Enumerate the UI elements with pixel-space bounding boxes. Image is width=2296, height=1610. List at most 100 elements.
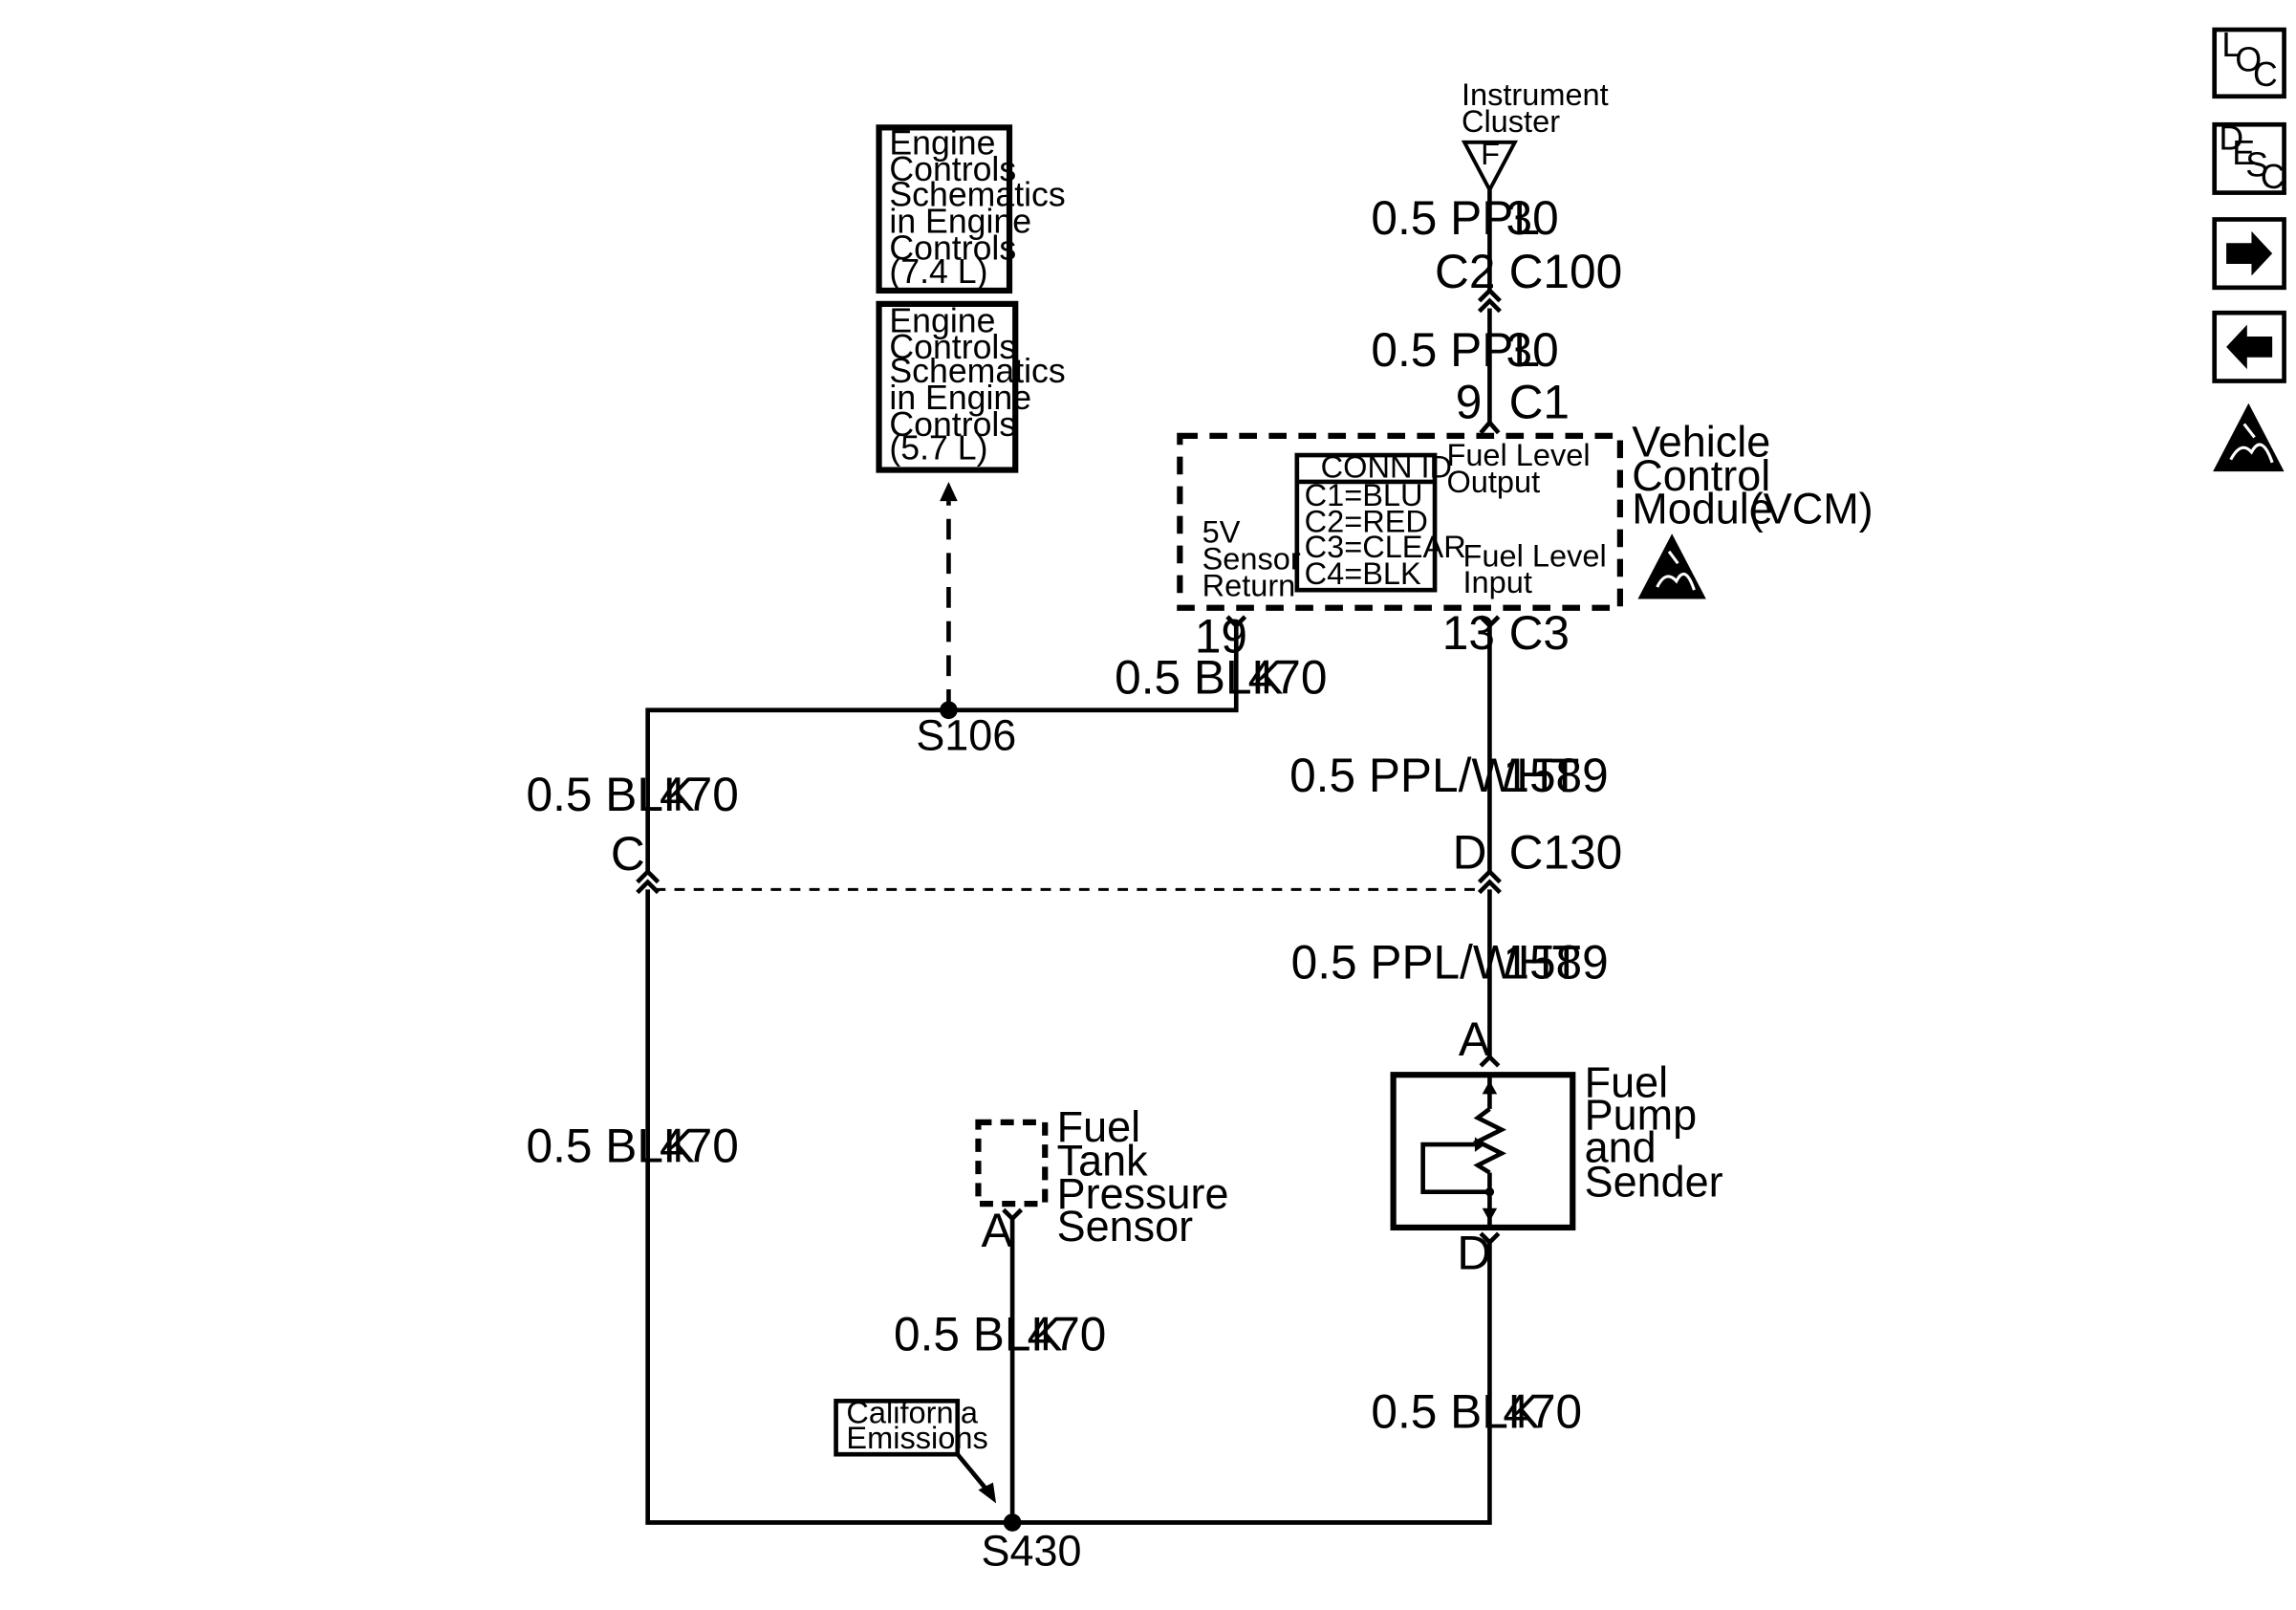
fuel-pump-pin-a-symbol [1479,1054,1501,1068]
engine-ref-74-line-2: Controls [889,150,1016,188]
california-emissions-box [834,1399,961,1457]
california-emissions-line-1: California [846,1396,978,1430]
vcm-conn-id-1: C1=BLU [1305,478,1423,512]
vcm-name-2: Control [1632,451,1770,500]
wire-pplwht-lower-circuit: 1589 [1503,935,1608,989]
wire-blk-left-upper-circuit: 470 [660,768,739,821]
california-emissions-arrowhead [978,1482,997,1504]
arrow-left-icon [2226,324,2273,370]
c130-left-pin-symbol [636,868,661,895]
c3-pin-number: 13 [1442,606,1495,660]
vcm-conn-id-table [1294,452,1438,593]
vcm-abbrev: (VCM) [1749,484,1874,533]
fuel-tank-sensor-label-2: Tank [1057,1137,1148,1186]
wire-blk-s106-color: 0.5 BLK [1115,651,1284,705]
c1-pin-number: 9 [1456,375,1483,428]
fuel-tank-sensor-label-4: Sensor [1057,1202,1193,1251]
fuel-level-sender-icon [1420,1075,1507,1228]
engine-ref-57-box[interactable] [876,300,1019,473]
c1-pin-symbol [1479,419,1501,435]
engine-ref-arrow [940,481,958,502]
splice-s106-dot [940,701,958,720]
splice-s106-label: S106 [916,711,1016,760]
loc-button[interactable]: L O C [2212,26,2286,99]
arrow-right-icon [2226,230,2273,276]
wire-blk-470-left-lower [645,889,1492,1525]
fuel-pump-label-2: Pump [1585,1091,1697,1140]
california-emissions-arrow-line [955,1452,987,1490]
fuel-pump-pin-a-label: A [1459,1012,1490,1066]
vcm-sensor-return-1: 5V [1202,515,1241,550]
next-page-button[interactable] [2212,217,2286,291]
vcm-conn-id-4: C4=BLK [1305,556,1421,591]
esd-warning-icon [1637,533,1706,599]
wire-blk-left-lower-circuit: 470 [660,1120,739,1173]
vcm-pin-19-symbol [1225,615,1247,629]
c100-left-label: C2 [1435,245,1495,298]
engine-ref-57-line-6: (5.7 L) [889,429,987,468]
esd-nav-icon [2213,402,2285,472]
splice-s430-dot [1003,1513,1022,1532]
fuel-tank-sensor-pin-label: A [982,1204,1013,1257]
wire-blk-pump-circuit: 470 [1503,1384,1582,1438]
vcm-sensor-return-2: Sensor [1202,541,1301,576]
wire-ppl-top-circuit: 30 [1505,191,1558,245]
vcm-fuel-level-input-1: Fuel Level [1463,538,1607,573]
instrument-cluster-label-2: Cluster [1462,104,1560,139]
c1-connector-name: C1 [1509,375,1570,428]
desc-letter-e: E [2232,134,2255,172]
esd-info-button[interactable] [2213,402,2285,472]
vcm-conn-id-2: C2=RED [1305,505,1428,539]
instrument-cluster-triangle [1461,140,1519,194]
splice-s430-label: S430 [982,1526,1082,1575]
loc-letter-l: L [2221,26,2241,64]
wire-ppl-top-color: 0.5 PPL [1371,191,1540,245]
wire-pplwht-upper-circuit: 1589 [1503,749,1608,802]
wire-ppl-mid-circuit: 30 [1505,323,1558,377]
wire-blk-left-upper-color: 0.5 BLK [527,768,696,821]
wire-blk-pump-color: 0.5 BLK [1371,1384,1540,1438]
engine-ref-74-line-1: Engine [889,123,995,162]
wire-blk-left-lower-color: 0.5 BLK [527,1120,696,1173]
wire-blk-sensor-circuit: 470 [1028,1308,1107,1361]
engine-ref-57-line-5: Controls [889,405,1016,444]
fuel-pump-label-4: Sender [1585,1157,1723,1206]
instrument-cluster-pin: F [1481,137,1500,171]
vcm-name-1: Vehicle [1632,418,1770,467]
loc-letter-c: C [2253,55,2278,94]
c130-right-pin-symbol [1477,868,1502,895]
engine-ref-74-line-6: (7.4 L) [889,252,987,291]
fuel-pump-label-1: Fuel [1585,1057,1668,1106]
vcm-fuel-level-output-2: Output [1446,465,1540,499]
engine-ref-57-line-2: Controls [889,328,1016,366]
vcm-conn-id-title: CONN ID [1321,449,1452,484]
fuel-tank-sensor-pin-symbol [1002,1208,1024,1222]
fuel-pump-label-3: and [1585,1123,1657,1172]
fuel-tank-sensor-label-3: Pressure [1057,1169,1229,1218]
fuel-tank-sensor-box [975,1119,1049,1208]
c130-connector-name: C130 [1509,826,1623,880]
desc-letter-d: D [2219,120,2243,158]
vcm-pin-19-label: 19 [1195,609,1247,663]
previous-page-button[interactable] [2212,310,2286,383]
engine-ref-57-line-3: Schematics [889,352,1065,390]
fuel-pump-box [1390,1072,1576,1231]
c130-left-pin-label: C [611,827,645,881]
vcm-fuel-level-input-2: Input [1463,565,1532,599]
vcm-box [1177,432,1623,611]
c3-pin-symbol [1479,615,1501,629]
engine-ref-57-line-4: in Engine [889,379,1031,417]
c130-right-pin-label: D [1453,826,1487,880]
fuel-tank-sensor-label-1: Fuel [1057,1102,1140,1151]
desc-letter-c: C [2261,158,2285,196]
wire-blk-s106-circuit: 470 [1248,651,1328,705]
loc-letter-o: O [2235,40,2262,78]
vcm-conn-id-3: C3=CLEAR [1305,530,1466,564]
engine-ref-74-line-4: in Engine [889,202,1031,240]
desc-button[interactable]: D E S C [2212,120,2286,196]
engine-ref-74-box[interactable] [876,124,1013,294]
fuel-pump-pin-d-label: D [1457,1226,1491,1279]
c100-connector-symbol [1477,287,1502,314]
fuel-pump-pin-d-symbol [1479,1231,1501,1246]
